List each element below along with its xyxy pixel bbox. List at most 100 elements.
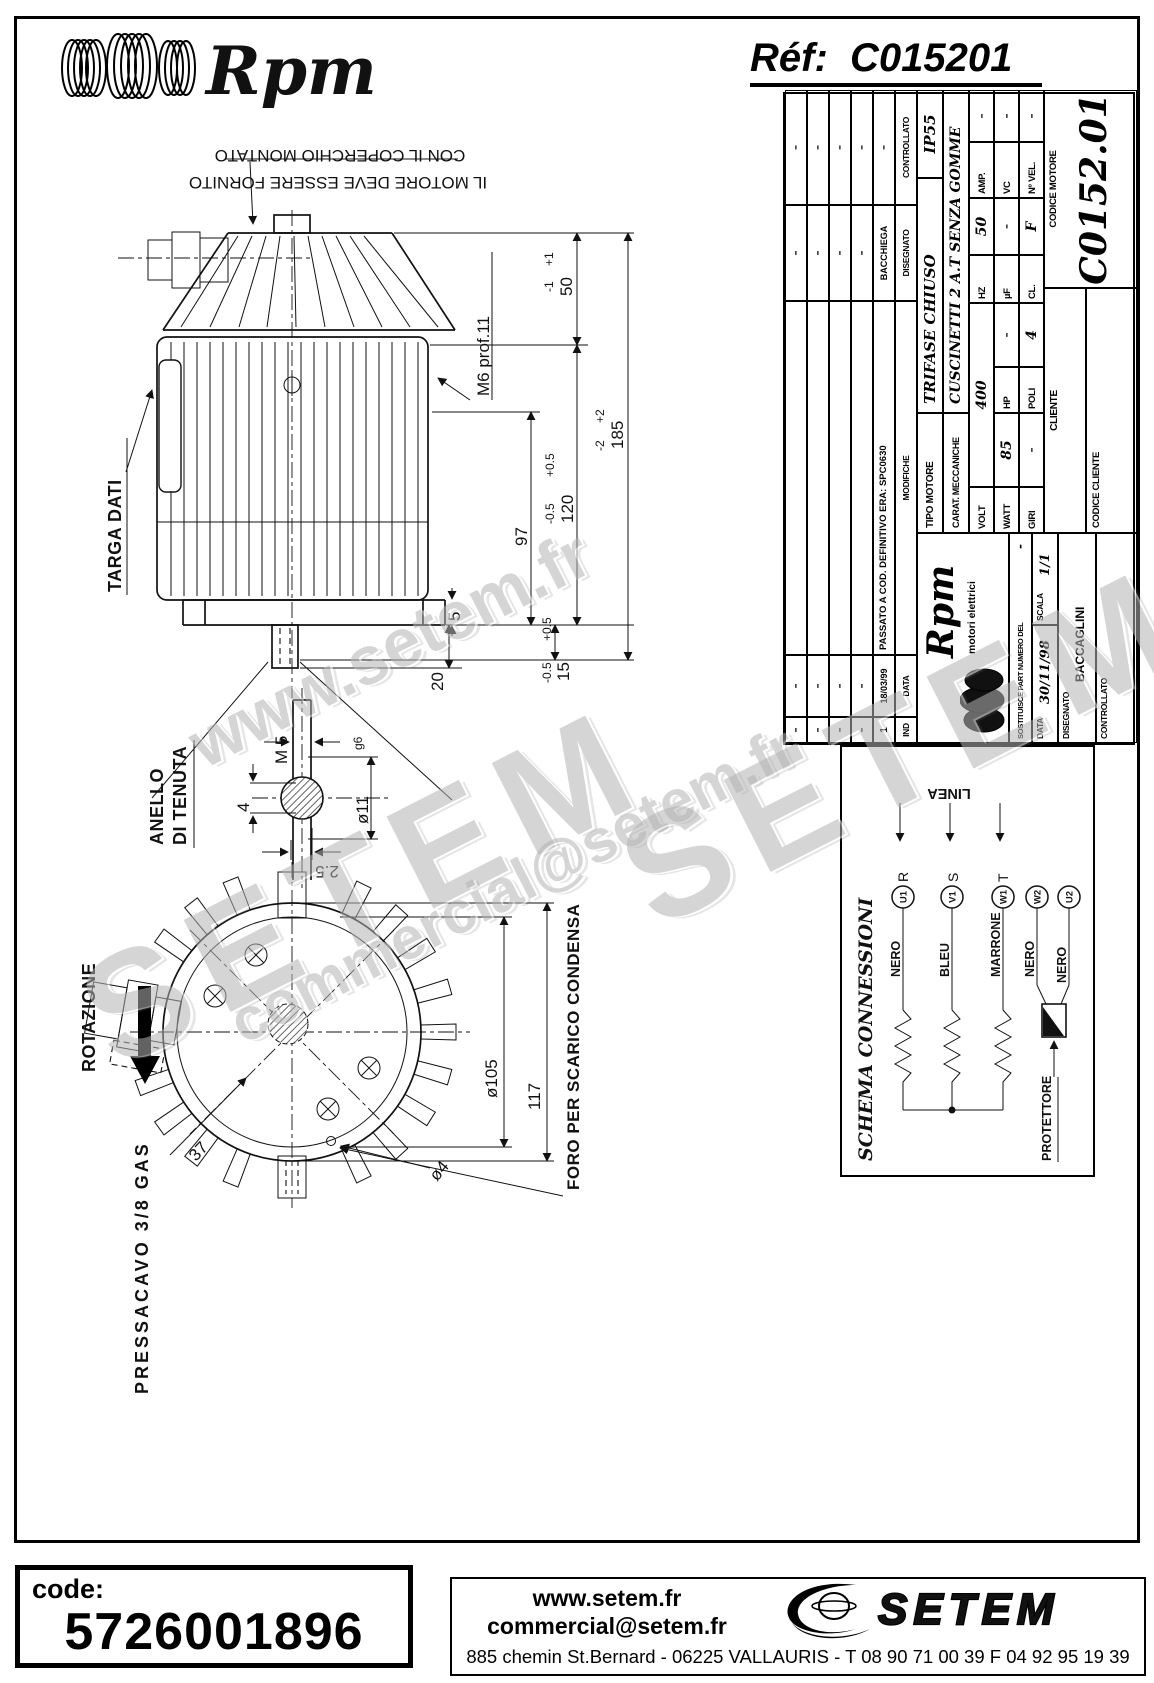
dim-50-tolm: -1 [542,281,556,292]
shaft-end-section [267,1003,309,1045]
rpm-logo-text: Rpm [204,32,377,110]
targa-dati-label: TARGA DATI [105,389,154,595]
tb-carat-value: CUSCINETTI 2 A.T SENZA GOMME [943,90,969,413]
rev-cell: - [829,717,851,743]
dim-120-tolm: -0.5 [543,503,557,524]
rev-cell: - [829,90,851,205]
dim-5: 5 [445,612,464,621]
rotazione-arrow [130,986,160,1084]
dim-117: 117 [525,1083,544,1110]
terminal-u1: U1 [899,890,910,903]
tb-volt-label: VOLT [969,487,994,533]
tb-codice-cliente: CODICE CLIENTE [1086,288,1137,533]
rev-cell [829,301,851,655]
rev1-data: 18/03/99 [873,655,895,717]
terminal-w1: W1 [999,889,1010,904]
wire-nero-u2: NERO [1055,947,1069,983]
tb-uf-value: - [994,198,1019,255]
windings [893,1009,1013,1111]
dim-120: 120 [558,495,577,523]
protettore-label: PROTETTORE [1040,1076,1054,1161]
terminal-v1: V1 [948,890,959,902]
tb-hp-label: HP [994,367,1019,413]
footer-url[interactable]: www.setem.fr [532,1585,682,1611]
tb-hp-value: - [994,303,1019,367]
drawing-frame [14,16,1140,1543]
rev-cell: - [851,205,873,301]
tb-carat-label: CARAT. MECCANICHE [943,413,969,533]
rev1-modifiche: PASSATO A COD. DEFINITIVO ERA: SPC0630 [873,301,895,655]
tb-rpm-coil-icon [960,668,1005,733]
terminal-u2: U2 [1065,891,1076,903]
rev-hdr-modifiche: MODIFICHE [895,301,917,655]
rev-cell: - [851,90,873,205]
footer-address: 885 chemin St.Bernard - 06225 VALLAURIS … [466,1646,1130,1667]
wire-marrone: MARRONE [989,912,1003,977]
bottom-view: ROTAZIONE PRESSACAVO 3/8 GAS 37 ø105 117… [79,862,583,1394]
rev-cell: - [807,717,829,743]
dim-11: ø11 [353,796,372,824]
dim-4: 4 [234,803,253,812]
footer-contact-box: www.setem.fr commercial@setem.fr 885 che… [450,1577,1146,1676]
setem-logo: SETEM [787,1583,1060,1639]
rev-cell: - [851,717,873,743]
codice-motore-value: C0152.01 [1073,93,1116,285]
setem-logo-text: SETEM [878,1585,1060,1634]
tb-poli-value: 4 [1019,303,1044,367]
ref-value: C015201 [850,36,1013,80]
code-label: code: [32,1574,105,1604]
dim-50-tolp: +1 [542,252,556,266]
tb-giri-value: - [1019,413,1044,487]
footer-email[interactable]: commercial@setem.fr [487,1613,727,1639]
code-value: 5726001896 [64,1603,364,1661]
tb-hz-label: HZ [969,255,994,303]
dim-11-tol: g6 [351,736,365,750]
setem-swoosh-icon [787,1583,870,1639]
title-block: - - - - - - - - - - - - - - - - 1 18/03/… [783,90,1137,745]
protettore-symbol [1041,1003,1067,1162]
rev-cell: - [785,655,807,717]
note-coperchio: CON IL COPERCHIO MONTATO IL MOTORE DEVE … [189,146,487,225]
rev1-controllato: - [873,90,895,205]
rev-cell: - [807,205,829,301]
wire-nero-w2: NERO [1023,941,1037,977]
rev-cell: - [829,205,851,301]
cable-gland-bottom [83,979,183,1074]
dim-15: 15 [554,662,573,681]
tb-hz-value: 50 [969,198,994,255]
code-box: code: 5726001896 [15,1565,413,1668]
rev-cell: - [851,655,873,717]
rev-hdr-ind: IND [895,717,917,743]
tb-watt-value: 85 [994,413,1019,487]
anello-label-2: DI TENUTA [170,746,190,845]
wires [902,908,1070,1010]
side-view [118,210,456,698]
ref-label: Réf: [750,36,828,80]
star-point [948,1106,956,1114]
rpm-coil-icon [61,33,196,99]
tb-logo-cell: Rpm motori elettrici [917,533,1009,743]
tb-amp-value: - [969,90,994,142]
pressacavo-label: PRESSACAVO 3/8 GAS [132,1141,152,1394]
dim-185-tolp: +2 [593,409,607,423]
dim-15-tolm: -0.5 [540,662,554,683]
tb-watt-label: WATT [994,487,1019,533]
tb-disegnato: DISEGNATO BACCAGLINI [1058,533,1096,743]
anello-label-1: ANELLO [147,768,167,845]
tb-codice-motore: CODICE MOTORE C0152.01 [1044,90,1137,288]
phase-r: R [895,872,911,882]
dim-120-tolp: +0.5 [543,453,557,477]
rev-cell: - [785,717,807,743]
tb-uf-label: µF [994,255,1019,303]
dim-m5: M 5 [272,736,291,764]
tb-nvel-value: - [1019,90,1044,142]
ref-title: Réf: C015201 [750,36,1042,87]
tb-tipo-label: TIPO MOTORE [917,413,943,533]
rev-cell: - [785,90,807,205]
foro-label: FORO PER SCARICO CONDENSA [564,904,583,1190]
tb-data: DATA 30/11/98 [1032,625,1058,743]
phase-t: T [995,873,1011,882]
rev1-ind: 1 [873,717,895,743]
dim-2-5: 2.5 [315,862,339,881]
tb-vc-label: VC [994,142,1019,198]
